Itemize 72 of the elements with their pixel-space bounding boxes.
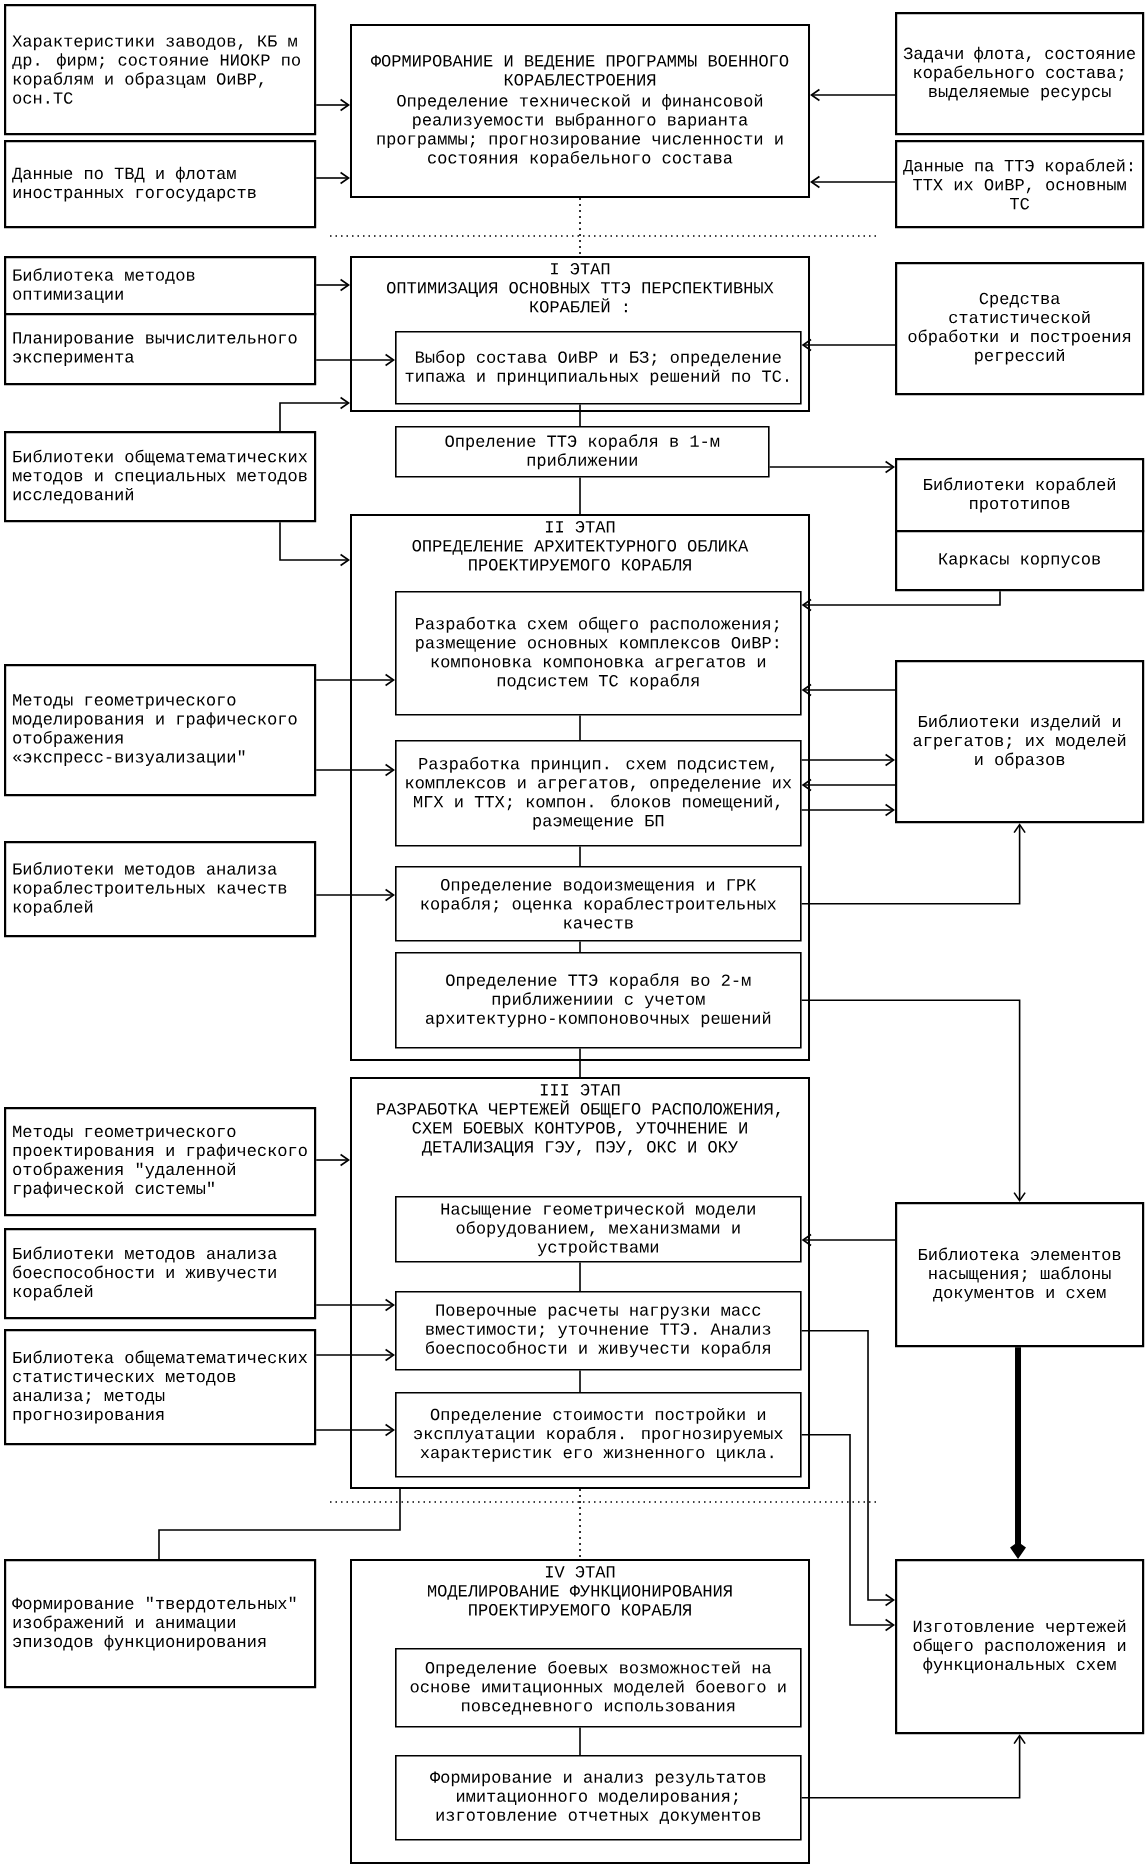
process-box: Выбор состава ОиВР и БЗ; определение типажа и принципиальных решений по ТС. — [395, 331, 802, 405]
connector-line — [579, 714, 581, 741]
source-box: Библиотеки кораблей прототипов — [895, 458, 1145, 533]
arrow — [800, 753, 895, 767]
arrow — [315, 1153, 350, 1167]
source-box: Изготовление чертежей общего расположения и функциональных схем — [895, 1559, 1145, 1735]
source-box: Характеристики заводов, КБ м др. фирм; состояние НИОКР по кораблям и образцам ОиВР, осн.ТС — [4, 4, 317, 136]
arrow — [800, 803, 895, 817]
arrow — [800, 823, 1026, 905]
arrow — [810, 175, 896, 189]
arrow — [810, 88, 896, 102]
connector-line — [579, 403, 581, 427]
source-box: Библиотеки методов анализа боеспособности и живучести кораблей — [4, 1228, 317, 1320]
source-box: Средства статистической обработки и построения регрессий — [895, 262, 1145, 396]
process-box: ФОРМИРОВАНИЕ И ВЕДЕНИЕ ПРОГРАММЫ ВОЕННОГО КОРАБЛЕСТРОЕНИЯ Определение технической и финансовой реализуемости выбранного варианта программы; прогнозирование численности и состояния корабельного состава — [350, 24, 810, 198]
connector-line — [579, 1261, 581, 1292]
arrow — [800, 999, 1026, 1202]
source-box: Библиотеки изделий и агрегатов; их моделей и образов — [895, 660, 1145, 824]
arrow — [279, 396, 350, 432]
source-box: Каркасы корпусов — [895, 530, 1145, 592]
source-box: Библиотеки общематематических методов и специальных методов исследований — [4, 431, 317, 523]
arrow — [315, 1423, 395, 1437]
source-box: Библиотека элементов насыщения; шаблоны документов и схем — [895, 1202, 1145, 1348]
arrow — [800, 1734, 1026, 1799]
source-box: Планирование вычислительного эксперимента — [4, 313, 317, 386]
connector-line — [579, 845, 581, 867]
connector-line — [579, 476, 581, 515]
source-box: Библиотека общематематических статистических методов анализа; методы прогнозирования — [4, 1329, 317, 1446]
process-box: Формирование и анализ результатов имитационного моделирования; изготовление отчетных документов — [395, 1755, 802, 1841]
arrow — [315, 1298, 395, 1312]
arrow — [801, 1233, 896, 1247]
arrow — [315, 98, 350, 112]
connector-line — [579, 940, 581, 953]
connector-line — [579, 1369, 581, 1393]
arrow — [1010, 1347, 1026, 1559]
connector-line — [579, 1726, 581, 1756]
source-box: Методы геометрического моделирования и графического отображения «экспресс-визуализации" — [4, 664, 317, 797]
connector-line — [579, 1047, 581, 1078]
process-box: Определение ТТЭ корабля во 2-м приближениии с учетом архитектурно-компоновочных решений — [395, 952, 802, 1049]
arrow — [315, 888, 395, 902]
process-box: Поверочные расчеты нагрузки масс вместимости; уточнение ТТЭ. Анализ боеспособности и живучести корабля — [395, 1291, 802, 1371]
arrow — [315, 673, 395, 687]
connector-line — [158, 1488, 401, 1560]
source-box: Библиотеки методов анализа кораблестроительных качеств кораблей — [4, 841, 317, 938]
source-box: Библиотека методов оптимизации — [4, 256, 317, 316]
arrow — [279, 521, 350, 567]
arrow — [801, 590, 1001, 612]
arrow — [315, 1348, 395, 1362]
arrow — [801, 338, 896, 352]
process-box: Определение стоимости постройки и эксплуатации корабля. прогнозируемых характеристик его жизненного цикла. — [395, 1392, 802, 1478]
source-box: Данные по ТВД и флотам иностранных гогосударств — [4, 140, 317, 229]
source-box: Методы геометрического проектирования и графического отображения "удаленной графической системы" — [4, 1107, 317, 1217]
arrow — [800, 1434, 895, 1632]
process-box: Определение боевых возможностей на основе имитационных моделей боевого и повседневного использования — [395, 1648, 802, 1728]
source-box: Формирование "твердотельных" изображений и анимации эпизодов функционирования — [4, 1559, 317, 1689]
process-box: Опреление ТТЭ корабля в 1-м приближении — [395, 426, 770, 478]
process-box: Определение водоизмещения и ГРК корабля; оценка кораблестроительных качеств — [395, 866, 802, 942]
arrow — [768, 460, 895, 474]
process-box: Разработка схем общего расположения; размещение основных комплексов ОиВР: компоновка компоновка агрегатов и подсистем ТС корабля — [395, 591, 802, 716]
process-box: Насыщение геометрической модели оборудованием, механизмами и устройствами — [395, 1196, 802, 1263]
process-box: Разработка принцип. схем подсистем, комплексов и агрегатов, определение их МГХ и ТТХ; компон. блоков помещений, раэмещение БП — [395, 740, 802, 847]
arrow — [800, 1330, 895, 1607]
connector-line — [579, 1488, 581, 1560]
arrow — [315, 763, 395, 777]
connector-line — [579, 197, 581, 257]
arrow — [801, 683, 896, 697]
arrow — [315, 353, 395, 367]
arrow — [315, 171, 350, 185]
source-box: Данные па ТТЭ кораблей: ТТХ их ОиВР, основным ТС — [895, 140, 1145, 229]
arrow — [315, 278, 350, 292]
source-box: Задачи флота, состояние корабельного состава; выделяемые ресурсы — [895, 12, 1145, 136]
arrow — [801, 778, 896, 792]
